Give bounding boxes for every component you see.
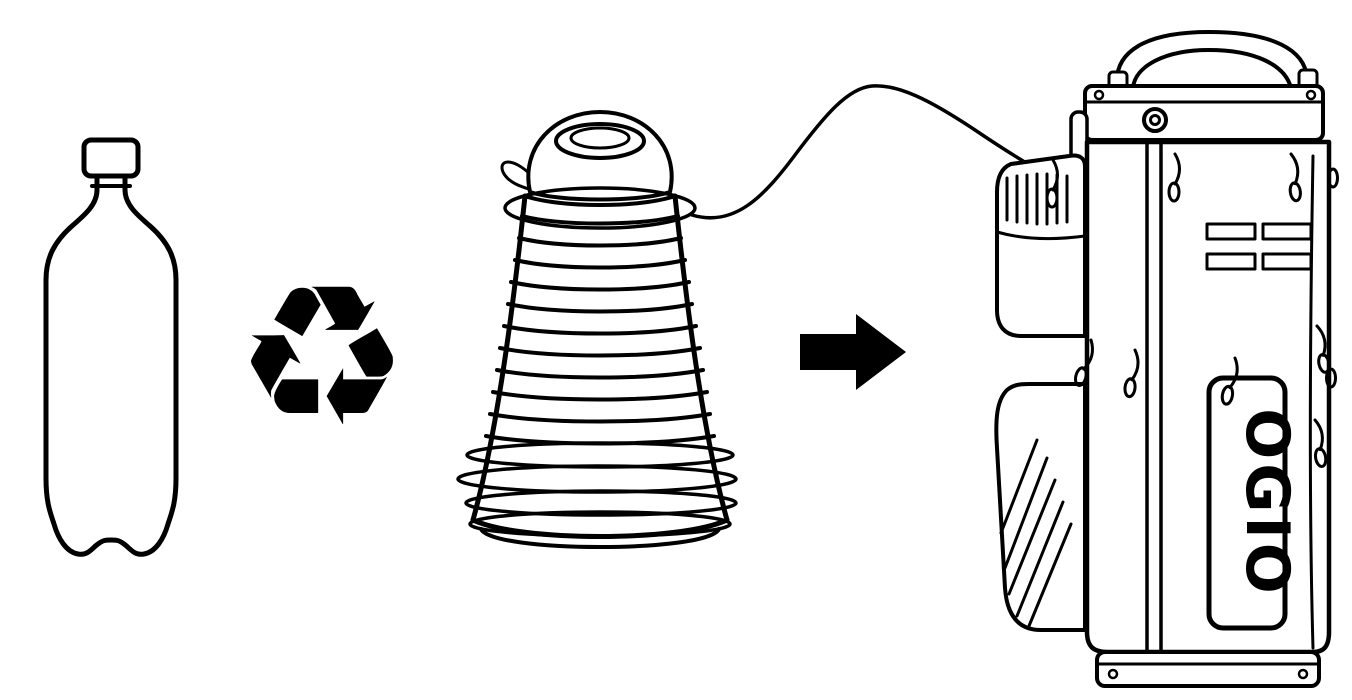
thread-wrap [503,186,697,230]
cone-dome [526,110,674,202]
recycle-icon: ♻ [235,243,410,470]
thread-top-loop [500,160,537,193]
pocket-hatch-lines [999,438,1073,628]
bag-handle [1114,30,1309,90]
arrow-right-icon [800,314,906,390]
ogio-logo-panel [1206,375,1288,631]
cone-base-front [470,517,730,539]
ogio-logo-text: OGIO [1232,408,1302,598]
cuff-grommet-inner [1149,114,1161,126]
bottle-cap [81,137,141,179]
cone-knob-outer [554,122,646,160]
loose-thread-loops [456,441,738,538]
pocket-seam-line [995,230,1087,241]
cone-knob-inner [569,126,631,150]
upper-left-pocket [995,153,1087,338]
recycle-glyph: ♻ [235,243,410,470]
golf-bag-icon: OGIO [994,30,1339,688]
bottle-body [43,173,179,557]
cuff-screw-right [1305,89,1317,101]
cuff-screw-left [1093,89,1105,101]
bag-base [1095,650,1321,688]
cone-top-edge [523,194,677,207]
bag-top-cuff [1083,84,1325,142]
cone-base-rim [479,527,721,549]
pocket-rib-lines [1005,172,1069,226]
base-rivet-left [1107,668,1119,680]
thread-line [690,84,1092,220]
velcro-patches [1205,222,1313,271]
side-loops [1325,167,1339,389]
base-rivet-right [1297,668,1309,680]
plastic-bottle-icon [43,137,179,557]
thread-cone-icon [456,110,738,549]
